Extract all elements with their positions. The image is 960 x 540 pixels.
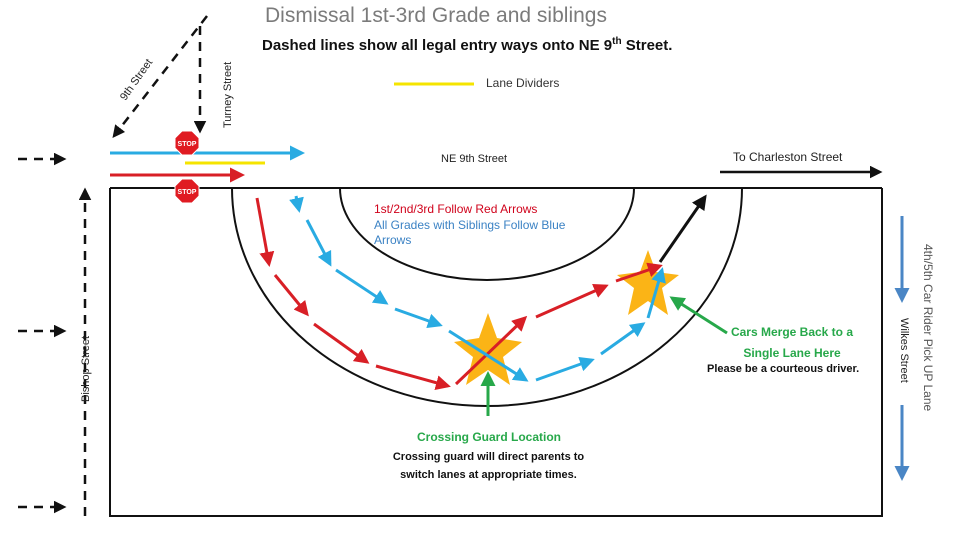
page-subtitle: Dashed lines show all legal entry ways o… <box>262 36 673 54</box>
svg-text:STOP: STOP <box>178 189 197 196</box>
courtesy-note: Please be a courteous driver. <box>707 363 860 375</box>
street-label-bishop: Bishop Street <box>80 335 92 402</box>
stop-sign-icon: STOP <box>174 130 200 156</box>
svg-text:STOP: STOP <box>178 141 197 148</box>
lane-dividers-legend-label: Lane Dividers <box>486 76 560 90</box>
exit-arrow <box>658 194 707 263</box>
red-route-arrows <box>255 197 663 391</box>
star-icon <box>617 250 679 315</box>
red-arrow-instruction: 1st/2nd/3rd Follow Red Arrows <box>374 202 538 216</box>
stop-sign-icon: STOP <box>174 178 200 204</box>
blue-route-arrows <box>289 195 666 382</box>
legal-entry-dashed-arrows <box>18 15 208 516</box>
street-label-wilkes: Wilkes Street <box>898 318 910 383</box>
crossing-guard-title: Crossing Guard Location <box>417 430 562 444</box>
merge-pointer <box>669 296 728 335</box>
car-rider-lane-label: 4th/5th Car Rider Pick UP Lane <box>921 244 935 412</box>
school-lot-outline <box>109 187 883 517</box>
merge-title: Cars Merge Back to a Single Lane Here <box>730 325 854 360</box>
blue-arrow-instruction: All Grades with Siblings Follow Blue Arr… <box>374 218 566 247</box>
street-label-ne9: NE 9th Street <box>441 153 508 165</box>
street-label-turney: Turney Street <box>222 61 234 128</box>
page-title: Dismissal 1st-3rd Grade and siblings <box>265 4 607 27</box>
street-label-charleston: To Charleston Street <box>733 150 843 164</box>
crossing-guard-description: Crossing guard will direct parents to sw… <box>392 451 585 481</box>
